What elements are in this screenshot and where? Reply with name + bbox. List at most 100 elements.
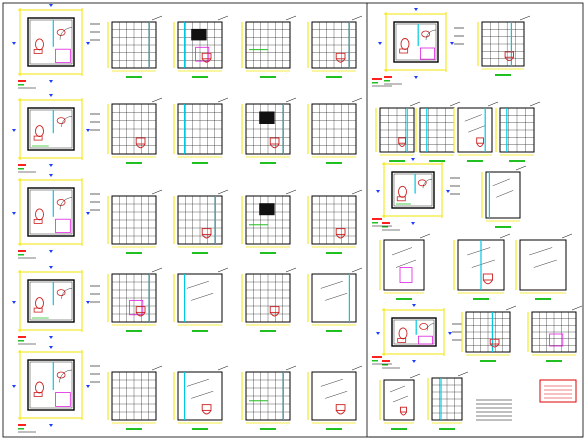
annotation-leader: [151, 189, 163, 195]
annotation-leader: [409, 101, 421, 107]
toilet-elevation: [398, 137, 406, 144]
toilet-fixture: [398, 327, 408, 340]
shower-tray: [417, 335, 433, 345]
wall-elevation: [107, 189, 163, 254]
toilet-tank: [397, 337, 407, 343]
wall-inner: [29, 281, 73, 321]
wall-elevation: [241, 15, 297, 78]
elevation-marker: [49, 174, 53, 177]
toilet-bowl: [504, 56, 514, 61]
door-hatch: [320, 379, 343, 387]
wall-elevation: [307, 97, 363, 164]
door-hatch: [492, 178, 510, 186]
elevation-marker: [49, 164, 53, 167]
wall-inner: [29, 19, 73, 65]
floor-plan: [378, 8, 464, 85]
annotation-leader: [285, 267, 297, 273]
door-hatch: [392, 395, 409, 403]
toilet-elevation: [201, 228, 212, 235]
plan-scale-mark: [18, 340, 24, 342]
elevation-frame: [177, 273, 223, 323]
wall-elevation: [107, 15, 163, 78]
annotation-leader: [351, 189, 363, 195]
elevation-title-mark: [192, 330, 208, 332]
toilet-bowl: [135, 312, 146, 317]
plan-title-mark: [382, 222, 390, 224]
elevation-title-mark: [326, 330, 342, 332]
toilet-fixture: [398, 185, 407, 198]
wall-elevation: [375, 101, 421, 162]
mirror-panel: [191, 28, 207, 41]
annotation-leader: [151, 97, 163, 103]
plan-scale-mark: [18, 254, 24, 256]
annotation-leader: [419, 233, 431, 239]
elevation-title-mark: [126, 162, 142, 164]
wall-elevation: [307, 189, 363, 254]
wall-outline: [393, 21, 439, 63]
wall-inner: [393, 319, 435, 345]
elevation-title-mark: [495, 226, 511, 228]
elevation-title-mark: [509, 160, 525, 162]
toilet-tank: [33, 307, 43, 313]
elevation-marker: [12, 385, 16, 388]
elevation-title-mark: [326, 162, 342, 164]
wall-elevation: [107, 97, 163, 164]
elevation-marker: [49, 424, 53, 427]
annotation-leader: [217, 97, 229, 103]
elevation-frame: [519, 239, 567, 291]
elevation-title-mark: [326, 428, 342, 430]
elevation-frame: [485, 171, 521, 219]
door-hatch: [533, 259, 557, 268]
toilet-tank: [33, 392, 43, 397]
wall-inner: [393, 173, 433, 207]
toilet-fixture: [400, 38, 410, 50]
elevation-title-mark: [260, 76, 276, 78]
wall-inner: [395, 23, 437, 61]
wall-elevation: [307, 365, 363, 430]
annotation-leader: [351, 365, 363, 371]
elevation-title-mark: [192, 252, 208, 254]
wall-elevation: [241, 97, 297, 164]
door-hatch: [464, 114, 482, 122]
annotation-leader: [351, 15, 363, 21]
elevation-marker: [86, 301, 90, 304]
elevation-frame: [383, 239, 425, 291]
wall-outline: [27, 359, 75, 411]
general-notes-block: [476, 399, 512, 421]
annotation-leader: [449, 101, 461, 107]
elevation-title-mark: [326, 76, 342, 78]
plan-scale-mark: [372, 222, 378, 224]
annotation-leader: [217, 15, 229, 21]
floor-plan: [12, 346, 100, 433]
wall-elevation: [173, 97, 229, 164]
annotation-leader: [151, 15, 163, 21]
floor-plan: [376, 304, 462, 369]
elevation-marker: [12, 301, 16, 304]
door-swing: [59, 197, 73, 210]
annotation-leader: [351, 267, 363, 273]
plan-title-mark: [18, 424, 26, 426]
toilet-elevation: [201, 52, 212, 60]
wall-elevation: [477, 15, 531, 76]
door-hatch: [395, 259, 417, 268]
toilet-tank: [33, 135, 43, 141]
annotation-leader: [151, 267, 163, 273]
door-hatch: [186, 281, 209, 289]
wall-outline: [391, 171, 435, 209]
vanity-cabinet: [129, 299, 144, 316]
elevation-title-mark: [260, 252, 276, 254]
elevation-marker: [378, 42, 382, 45]
elevation-marker: [49, 4, 53, 7]
wall-elevation: [107, 267, 163, 332]
toilet-bowl: [269, 312, 280, 317]
annotation-leader: [499, 233, 511, 239]
basin-fixture: [56, 117, 66, 124]
elevation-title-mark: [535, 298, 551, 300]
toilet-elevation: [482, 273, 493, 281]
door-hatch: [467, 247, 491, 256]
basin-fixture: [421, 30, 431, 38]
elevation-title-mark: [396, 298, 412, 300]
elevation-frame: [311, 371, 357, 421]
toilet-elevation: [135, 137, 146, 145]
mirror-panel: [259, 111, 275, 124]
